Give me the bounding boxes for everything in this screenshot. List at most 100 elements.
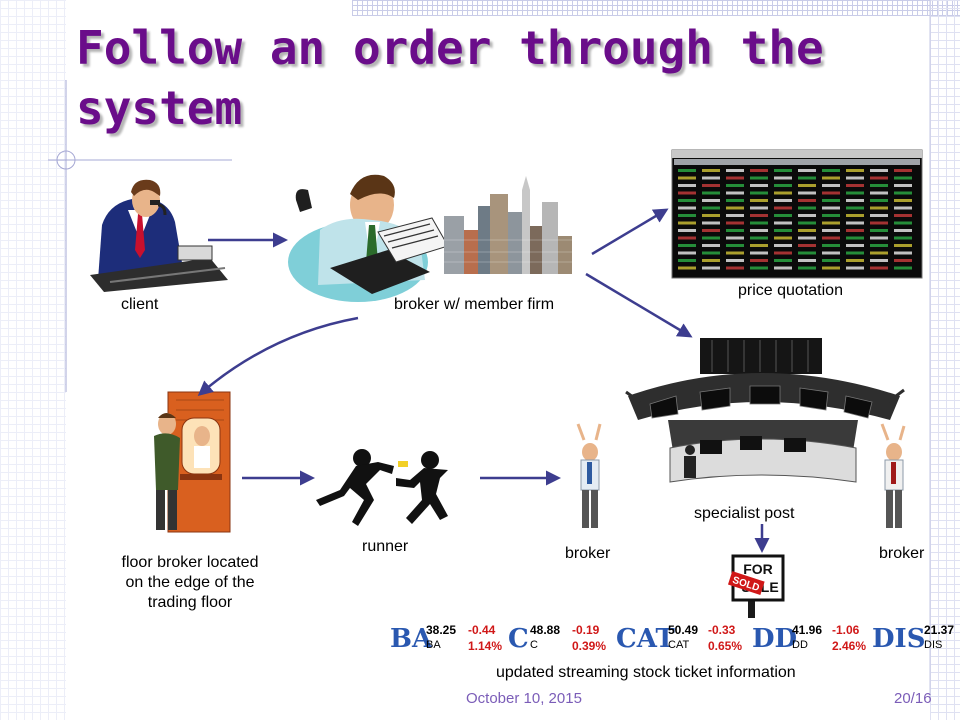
quote-cell [870,259,888,262]
slide-title: Follow an order through the system [76,21,824,135]
client-figure [90,179,228,292]
quote-cell [702,266,720,270]
quote-cell [846,244,864,247]
quote-cell [798,266,816,270]
quote-cell [870,251,888,255]
quote-cell [894,236,912,240]
ticker-change: -0.44 [468,623,496,637]
ticker-symbol: BA [390,624,433,654]
quote-cell [822,169,840,172]
quote-cell [750,169,768,172]
quote-cell [750,221,768,225]
quote-cell [846,259,864,262]
quote-cell [726,221,744,225]
quote-cell [894,221,912,225]
arrow-broker-to-floor-broker [197,316,359,396]
arrow-to-price-quotation [591,208,669,256]
quote-cell [894,266,912,270]
quote-cell [750,176,768,180]
quote-cell [870,191,888,195]
quote-cell [846,184,864,187]
quote-cell [702,191,720,195]
quote-cell [702,259,720,262]
quote-cell [774,169,792,172]
quote-cell [894,244,912,247]
quote-cell [678,169,696,172]
quote-cell [774,206,792,210]
quote-cell [774,229,792,232]
label-floor-broker-line2: on the edge of the [125,574,255,591]
quote-cell [750,266,768,270]
quote-cell [798,199,816,202]
quote-cell [726,251,744,255]
quote-cell [726,229,744,232]
quote-cell [678,199,696,202]
quote-cell [678,206,696,210]
quote-cell [774,191,792,195]
quote-cell [798,259,816,262]
ticker-code: CAT [668,639,690,651]
quote-cell [678,236,696,240]
quote-cell [798,206,816,210]
quote-cell [774,199,792,202]
quote-cell [870,244,888,247]
quote-cell [774,221,792,225]
quote-cell [678,214,696,217]
quote-cell [846,266,864,270]
quote-cell [702,236,720,240]
quote-cell [726,214,744,217]
ticker-price: 21.37 [924,623,955,637]
quote-cell [870,176,888,180]
quote-cell [846,229,864,232]
quote-cell [702,169,720,172]
ticker-percent: 1.14% [468,639,503,653]
quote-cell [846,251,864,255]
quote-cell [678,266,696,270]
quote-cell [846,199,864,202]
quote-cell [822,236,840,240]
quote-cell [870,236,888,240]
quote-cell [726,176,744,180]
ticker-percent: 0.65% [708,639,743,653]
quote-cell [702,184,720,187]
label-broker-member-firm: broker w/ member firm [394,296,555,313]
quote-cell [702,229,720,232]
quote-cell [774,176,792,180]
ticker-symbol: CAT [616,624,675,654]
quote-cell [774,214,792,217]
quote-cell [822,199,840,202]
quote-cell [822,266,840,270]
quote-cell [702,206,720,210]
footer-page-number: 20/16 [894,690,932,707]
quote-cell [750,229,768,232]
ticker-price: 48.88 [530,623,561,637]
quote-cell [894,206,912,210]
quote-cell [750,259,768,262]
quote-cell [822,229,840,232]
label-streaming-caption: updated streaming stock ticket informati… [496,664,796,681]
quote-cell [870,199,888,202]
quote-cell [894,184,912,187]
quote-cell [798,221,816,225]
quote-cell [894,176,912,180]
quote-cell [702,251,720,255]
quote-cell [774,266,792,270]
quote-cell [702,176,720,180]
quote-cell [894,229,912,232]
quote-cell [894,169,912,172]
ticker-price: 50.49 [668,623,699,637]
stock-ticker: BA 38.25 BA -0.44 1.14% C 48.88 C -0.19 … [388,622,960,662]
footer-date: October 10, 2015 [466,690,582,707]
quote-cell [726,266,744,270]
quote-cell [774,184,792,187]
quote-cell [846,206,864,210]
